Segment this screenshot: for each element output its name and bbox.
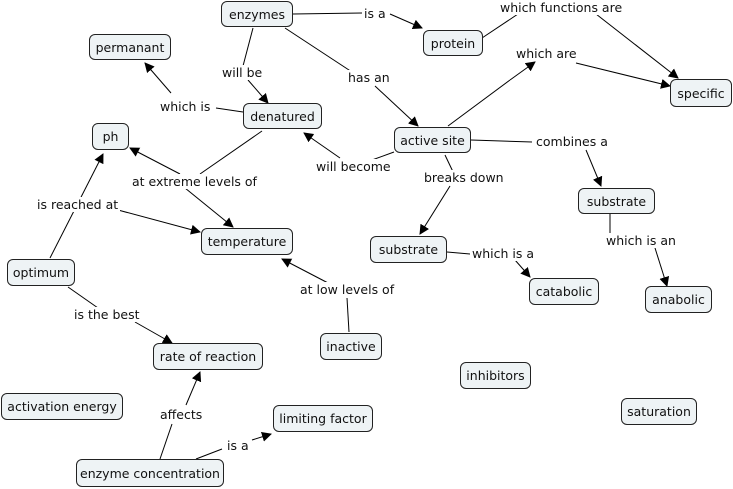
concept-permanant[interactable]: permanant — [89, 34, 171, 60]
link-label-has-an: has an — [346, 70, 392, 85]
edge-willbe-denatured — [247, 79, 269, 104]
link-label-which-functions-are: which functions are — [498, 0, 625, 15]
edge-enzymes-willbe — [242, 27, 254, 67]
edge-enzymes-hasan — [284, 27, 353, 73]
link-label-which-are: which are — [514, 46, 579, 61]
link-label-is-a-2: is a — [225, 438, 251, 453]
edge-substrate-whichisa — [446, 251, 471, 255]
edge-whichisan-anabolic — [654, 247, 670, 287]
concept-inactive[interactable]: inactive — [320, 333, 382, 360]
link-label-is-reached-at: is reached at — [35, 197, 121, 212]
edge-whichisa-catabolic — [514, 259, 531, 278]
link-label-breaks-down: breaks down — [422, 170, 506, 185]
edge-isthebest-rate — [134, 321, 173, 344]
edge-breaksdown-substrate — [419, 185, 451, 235]
concept-enzymes[interactable]: enzymes — [221, 1, 293, 27]
link-label-which-is: which is — [158, 99, 213, 114]
edge-whichare-arrow — [509, 61, 536, 81]
concept-activation-energy[interactable]: activation energy — [1, 393, 123, 420]
edge-concentration-affects — [159, 423, 173, 460]
concept-optimum[interactable]: optimum — [7, 259, 75, 286]
link-label-at-low-levels-of: at low levels of — [298, 282, 397, 297]
edge-affects-rate — [185, 371, 202, 406]
concept-saturation[interactable]: saturation — [621, 398, 697, 425]
edge-whichis-permanant — [144, 62, 172, 94]
concept-limiting-factor[interactable]: limiting factor — [273, 405, 373, 432]
concept-denatured[interactable]: denatured — [243, 103, 322, 129]
edge-activesite-combines — [470, 139, 533, 143]
edge-enzymes-isa — [292, 12, 363, 15]
concept-specific[interactable]: specific — [670, 79, 732, 107]
edge-activesite-willbecome — [371, 151, 395, 161]
concept-substrate-middle[interactable]: substrate — [370, 236, 447, 263]
edge-isa-limiting — [251, 431, 272, 442]
edge-hasan-activesite — [374, 85, 419, 127]
concept-active-site[interactable]: active site — [394, 127, 471, 153]
edge-concentration-isa — [195, 448, 223, 460]
link-label-which-is-an: which is an — [604, 233, 678, 248]
link-label-will-be: will be — [220, 65, 265, 80]
edge-willbecome-denatured — [303, 132, 341, 159]
edge-reached-temperature — [117, 209, 201, 235]
edge-isa-protein — [389, 13, 423, 29]
link-label-which-is-a: which is a — [470, 246, 537, 261]
concept-temperature[interactable]: temperature — [201, 228, 293, 255]
edge-denatured-extreme — [199, 130, 263, 175]
link-label-will-become: will become — [314, 159, 393, 174]
edge-activesite-whichare — [447, 79, 511, 127]
concept-anabolic[interactable]: anabolic — [645, 286, 712, 313]
edge-combines-substrate — [585, 149, 603, 187]
edge-extreme-ph — [129, 147, 181, 175]
link-label-is-a: is a — [362, 6, 388, 21]
edge-denatured-whichis — [215, 107, 244, 113]
concept-protein[interactable]: protein — [423, 30, 483, 56]
link-label-is-the-best: is the best — [72, 307, 142, 322]
edge-lowlevels-temperature — [281, 258, 331, 285]
edge-whichare-specific — [575, 62, 671, 89]
edge-functions-specific — [595, 13, 679, 79]
concept-catabolic[interactable]: catabolic — [529, 278, 599, 305]
link-label-at-extreme-levels-of: at extreme levels of — [130, 174, 259, 189]
concept-ph[interactable]: ph — [92, 123, 129, 150]
concept-inhibitors[interactable]: inhibitors — [460, 362, 531, 389]
edge-inactive-lowlevels — [346, 297, 350, 333]
concept-substrate-right[interactable]: substrate — [578, 188, 655, 214]
edge-extreme-temperature — [184, 187, 234, 228]
edge-protein-functions — [481, 13, 519, 39]
edge-optimum-isthebest — [67, 286, 99, 309]
link-label-combines-a: combines a — [534, 134, 610, 149]
concept-enzyme-concentration[interactable]: enzyme concentration — [76, 459, 224, 487]
concept-rate-of-reaction[interactable]: rate of reaction — [153, 343, 263, 370]
link-label-affects: affects — [158, 407, 205, 422]
